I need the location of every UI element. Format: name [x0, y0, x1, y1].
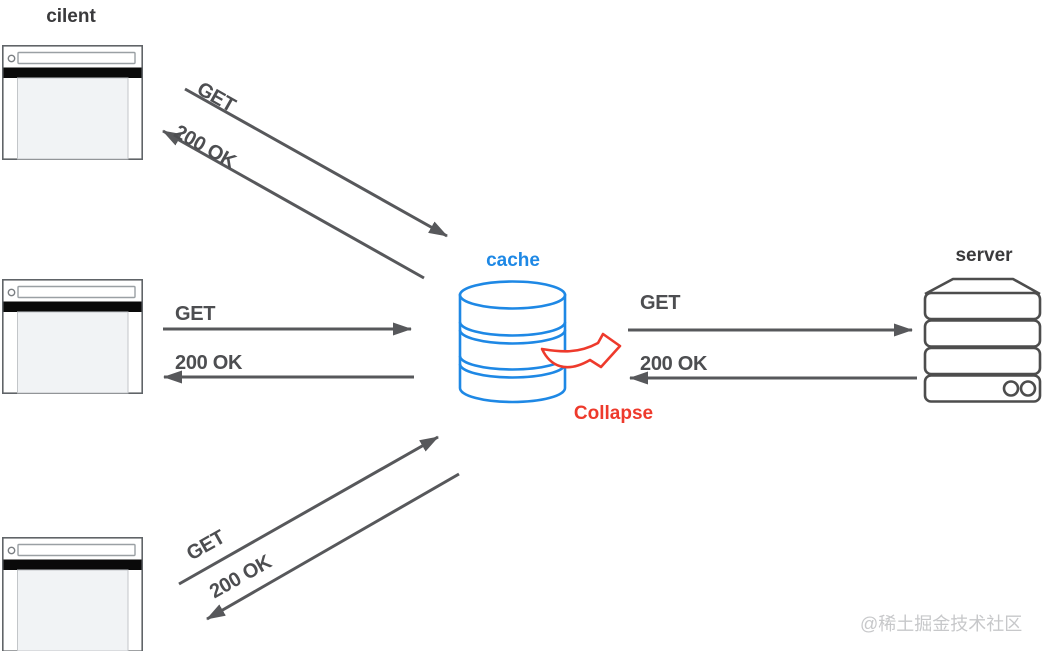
cache-cylinder-ring: [458, 321, 567, 337]
server-label: server: [955, 245, 1013, 266]
client-top-browser-icon: [1, 44, 143, 161]
server-led-icon: [1002, 380, 1020, 397]
collapse-label: Collapse: [573, 403, 654, 424]
cache-label: cache: [486, 250, 540, 271]
server-stack-icon: [923, 277, 1042, 403]
client-top-ok-arrow: [162, 129, 425, 280]
cache-cylinder-ring: [458, 363, 567, 379]
cache-cylinder-top: [458, 280, 567, 310]
server-unit: [923, 291, 1042, 321]
cache-cylinder-body: [458, 293, 567, 404]
client-bottom-get-arrow: [178, 435, 439, 586]
client-middle-ok-label: 200 OK: [175, 352, 243, 374]
server-unit: [923, 346, 1042, 376]
cache-database-icon: [458, 280, 567, 404]
server-led-icon: [1019, 380, 1037, 397]
server-top-lid: [924, 277, 1041, 296]
cache-server-get-label: GET: [640, 292, 681, 314]
client-top-get-arrow: [184, 87, 448, 238]
collapse-swoosh-arrow-icon: [540, 332, 622, 369]
client-bottom-ok-arrow: [206, 472, 460, 621]
client-middle-browser-icon: [1, 278, 143, 395]
server-cache-ok-label: 200 OK: [640, 353, 708, 375]
client-bottom-browser-icon: [1, 536, 143, 651]
client-label: cilent: [46, 6, 96, 27]
server-unit: [923, 319, 1042, 348]
client-middle-get-label: GET: [175, 303, 216, 325]
watermark-text: @稀土掘金技术社区: [860, 614, 1023, 634]
request-arrows: [162, 87, 917, 621]
cache-cylinder-ring: [458, 329, 567, 345]
